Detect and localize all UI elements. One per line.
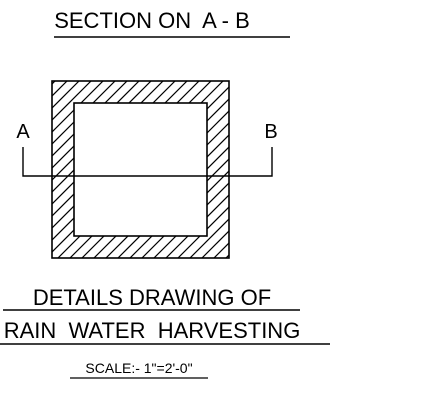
- wall-outer-edge: [51, 80, 230, 259]
- section-mark-b: B: [264, 121, 277, 143]
- hatch-line: [52, 81, 229, 258]
- section-cut-line: [22, 147, 273, 177]
- hatch-line: [52, 81, 229, 258]
- hatch-line: [52, 81, 229, 258]
- caption-line-2: RAIN WATER HARVESTING: [4, 318, 301, 343]
- caption-line-1: DETAILS DRAWING OF: [33, 285, 271, 310]
- scale-note: SCALE:- 1"=2'-0": [85, 360, 192, 376]
- wall-inner-edge: [73, 102, 208, 237]
- hatch-line: [52, 81, 229, 258]
- section-mark-a: A: [16, 121, 30, 143]
- section-title: SECTION ON A - B: [54, 8, 250, 33]
